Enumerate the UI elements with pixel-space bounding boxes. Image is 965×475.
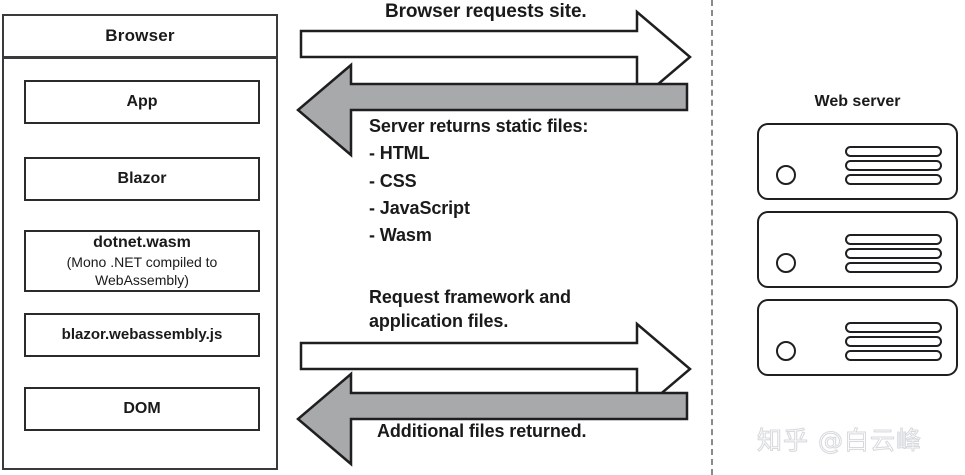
server-power-led-icon (776, 165, 796, 185)
browser-stack-item-app-label: App (126, 93, 158, 110)
watermark: 知乎 @白云峰 (757, 426, 922, 456)
browser-stack-item-app: App (24, 80, 260, 124)
flow-label-additional-files: Additional files returned. (377, 421, 587, 441)
server-power-led-icon (776, 253, 796, 273)
server-slot-icon (845, 146, 942, 157)
server-slot-icon (845, 174, 942, 185)
browser-panel-title: Browser (4, 16, 276, 59)
browser-stack-item-dom-label: DOM (123, 400, 161, 417)
server-slot-icon (845, 322, 942, 333)
arrow-request-site-icon (299, 9, 692, 105)
server-slot-icon (845, 248, 942, 259)
server-unit-1 (757, 123, 958, 200)
browser-stack-item-dotnet-wasm: dotnet.wasm (Mono .NET compiled to WebAs… (24, 230, 260, 292)
server-slots-group (845, 234, 942, 273)
browser-stack-item-blazor-webassembly-js: blazor.webassembly.js (24, 313, 260, 357)
browser-stack-item-dotnet-wasm-label: dotnet.wasm (93, 233, 191, 251)
server-slots-group (845, 322, 942, 361)
server-unit-3 (757, 299, 958, 376)
server-slot-icon (845, 234, 942, 245)
arrow-request-framework-icon (299, 321, 692, 417)
browser-stack-item-blazor: Blazor (24, 157, 260, 201)
web-server-title: Web server (814, 93, 901, 110)
server-slot-icon (845, 160, 942, 171)
server-slot-icon (845, 262, 942, 273)
server-slot-icon (845, 350, 942, 361)
browser-stack-item-blazor-webassembly-js-label: blazor.webassembly.js (61, 325, 223, 343)
browser-stack-item-dotnet-wasm-sublabel: (Mono .NET compiled to WebAssembly) (66, 253, 218, 288)
flow-label-request-site: Browser requests site. (385, 1, 587, 22)
server-unit-2 (757, 211, 958, 288)
server-slots-group (845, 146, 942, 185)
server-power-led-icon (776, 341, 796, 361)
arrow-additional-files-icon (296, 371, 689, 467)
server-slot-icon (845, 336, 942, 347)
browser-stack-item-dom: DOM (24, 387, 260, 431)
flow-label-static-files: Server returns static files: - HTML - CS… (369, 116, 589, 246)
flow-label-request-framework: Request framework and application files. (369, 287, 571, 331)
section-divider (711, 0, 713, 475)
browser-stack-item-blazor-label: Blazor (117, 170, 167, 187)
browser-panel: Browser App Blazor dotnet.wasm (Mono .NE… (2, 14, 278, 470)
